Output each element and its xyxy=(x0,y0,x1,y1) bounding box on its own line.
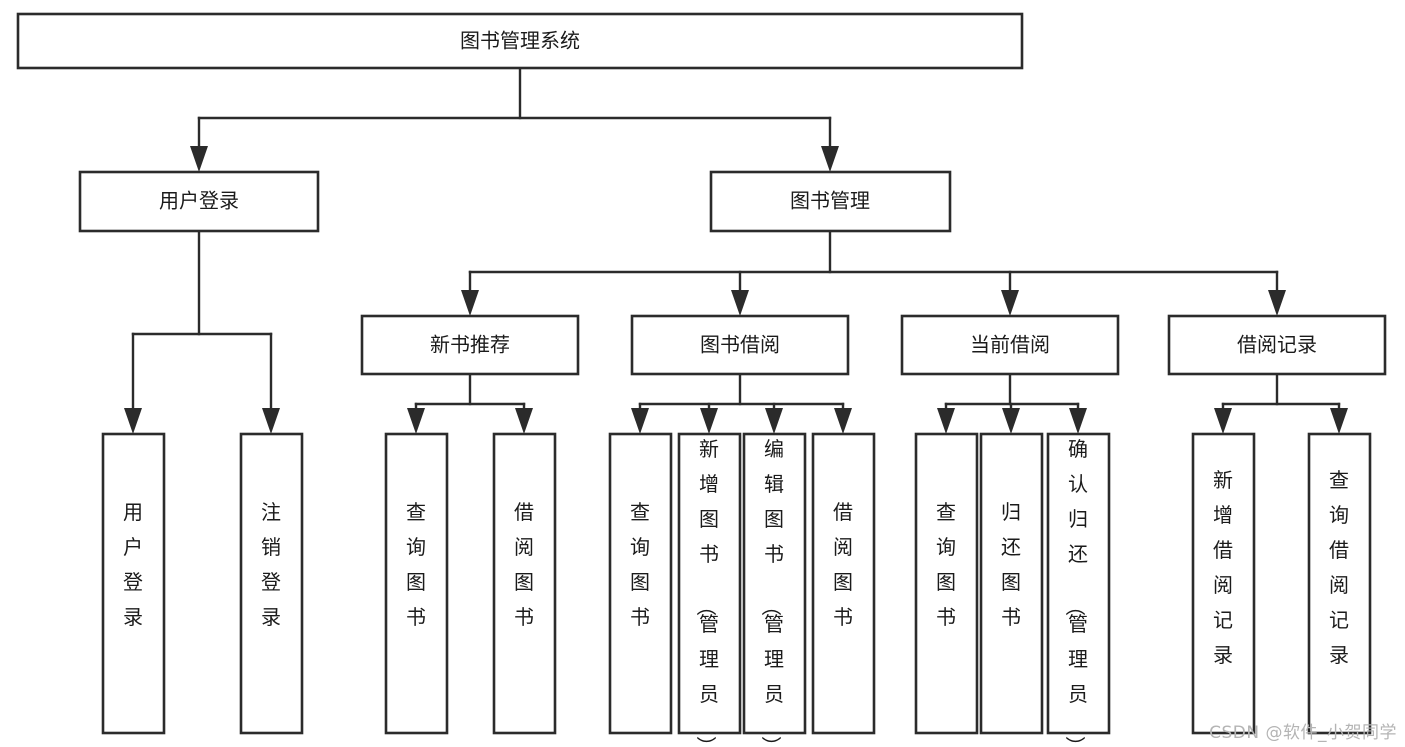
node-borrow-record-label: 借阅记录 xyxy=(1237,333,1317,357)
node-leaf-edit-book[interactable]: 编辑图书（管理员） xyxy=(742,432,807,747)
node-new-book-recommend[interactable]: 新书推荐 xyxy=(360,314,580,376)
node-borrow-record-box[interactable] xyxy=(1167,314,1387,376)
node-book-manage[interactable]: 图书管理 xyxy=(709,170,952,233)
node-leaf-edit-book-label: 编辑图书（管理员） xyxy=(759,437,784,747)
connector-layer xyxy=(124,66,1348,434)
node-leaf-edit-book-box[interactable] xyxy=(742,432,807,735)
node-leaf-query-book-3-label: 查询图书 xyxy=(936,500,956,629)
node-leaf-borrow-book-1-label: 借阅图书 xyxy=(514,500,534,629)
arrow-head-leaf-query-book-1 xyxy=(407,408,425,434)
node-leaf-return-book[interactable]: 归还图书 xyxy=(979,432,1044,735)
node-root-box[interactable] xyxy=(16,12,1024,70)
arrow-head-leaf-add-record xyxy=(1214,408,1232,434)
node-leaf-add-book[interactable]: 新增图书（管理员） xyxy=(677,432,742,747)
arrow-head-leaf-user-login xyxy=(124,408,142,434)
node-root-label: 图书管理系统 xyxy=(460,29,580,53)
node-new-book-recommend-label: 新书推荐 xyxy=(430,333,510,357)
node-leaf-query-record-label: 查询借阅记录 xyxy=(1329,468,1349,667)
node-leaf-query-book-3-box[interactable] xyxy=(914,432,979,735)
arrow-head-leaf-add-book xyxy=(700,408,718,434)
node-leaf-user-login[interactable]: 用户登录 xyxy=(101,432,166,735)
node-leaf-logout-login-box[interactable] xyxy=(239,432,304,735)
node-current-borrow-box[interactable] xyxy=(900,314,1120,376)
node-leaf-query-book-3[interactable]: 查询图书 xyxy=(914,432,979,735)
arrow-head-leaf-confirm-return xyxy=(1069,408,1087,434)
arrow-head-leaf-borrow-book-2 xyxy=(834,408,852,434)
node-book-borrow-box[interactable] xyxy=(630,314,850,376)
node-leaf-query-book-2-box[interactable] xyxy=(608,432,673,735)
node-book-borrow-label: 图书借阅 xyxy=(700,333,780,357)
node-leaf-query-book-1-box[interactable] xyxy=(384,432,449,735)
arrow-head-book-manage xyxy=(821,146,839,172)
node-leaf-confirm-return[interactable]: 确认归还（管理员） xyxy=(1046,432,1111,747)
node-leaf-add-book-label: 新增图书（管理员） xyxy=(694,437,719,747)
node-leaf-query-record[interactable]: 查询借阅记录 xyxy=(1307,432,1372,735)
node-borrow-record[interactable]: 借阅记录 xyxy=(1167,314,1387,376)
node-user-login-label: 用户登录 xyxy=(159,189,239,213)
node-current-borrow[interactable]: 当前借阅 xyxy=(900,314,1120,376)
node-book-manage-label: 图书管理 xyxy=(790,189,870,213)
node-leaf-borrow-book-1-box[interactable] xyxy=(492,432,557,735)
arrow-head-leaf-borrow-book-1 xyxy=(515,408,533,434)
node-leaf-add-record-label: 新增借阅记录 xyxy=(1213,468,1233,667)
node-leaf-confirm-return-box[interactable] xyxy=(1046,432,1111,735)
arrow-head-leaf-return-book xyxy=(1002,408,1020,434)
arrow-head-leaf-query-record xyxy=(1330,408,1348,434)
node-book-manage-box[interactable] xyxy=(709,170,952,233)
arrow-head-leaf-query-book-3 xyxy=(937,408,955,434)
node-leaf-add-book-box[interactable] xyxy=(677,432,742,735)
node-leaf-query-book-2[interactable]: 查询图书 xyxy=(608,432,673,735)
arrow-head-user-login xyxy=(190,146,208,172)
arrow-head-leaf-query-book-2 xyxy=(631,408,649,434)
node-leaf-borrow-book-2-label: 借阅图书 xyxy=(833,500,853,629)
node-new-book-recommend-box[interactable] xyxy=(360,314,580,376)
node-leaf-query-book-1-label: 查询图书 xyxy=(406,500,426,629)
node-leaf-return-book-label: 归还图书 xyxy=(1001,500,1021,629)
arrow-head-current-borrow xyxy=(1001,290,1019,316)
node-leaf-user-login-label: 用户登录 xyxy=(123,500,143,629)
node-leaf-add-record[interactable]: 新增借阅记录 xyxy=(1191,432,1256,735)
node-book-borrow[interactable]: 图书借阅 xyxy=(630,314,850,376)
node-leaf-query-book-1[interactable]: 查询图书 xyxy=(384,432,449,735)
arrow-head-leaf-logout-login xyxy=(262,408,280,434)
node-leaf-logout-login[interactable]: 注销登录 xyxy=(239,432,304,735)
node-leaf-query-book-2-label: 查询图书 xyxy=(630,500,650,629)
node-leaf-confirm-return-label: 确认归还（管理员） xyxy=(1063,437,1088,747)
node-user-login-box[interactable] xyxy=(78,170,320,233)
node-leaf-borrow-book-2[interactable]: 借阅图书 xyxy=(811,432,876,735)
node-leaf-borrow-book-2-box[interactable] xyxy=(811,432,876,735)
node-current-borrow-label: 当前借阅 xyxy=(970,333,1050,357)
arrow-head-new-book-recommend xyxy=(461,290,479,316)
node-leaf-borrow-book-1[interactable]: 借阅图书 xyxy=(492,432,557,735)
arrow-head-borrow-record xyxy=(1268,290,1286,316)
node-leaf-add-record-box[interactable] xyxy=(1191,432,1256,735)
node-user-login[interactable]: 用户登录 xyxy=(78,170,320,233)
arrow-head-book-borrow xyxy=(731,290,749,316)
node-leaf-logout-login-label: 注销登录 xyxy=(261,500,281,629)
arrow-head-leaf-edit-book xyxy=(765,408,783,434)
node-root[interactable]: 图书管理系统 xyxy=(16,12,1024,70)
node-leaf-query-record-box[interactable] xyxy=(1307,432,1372,735)
node-leaf-user-login-box[interactable] xyxy=(101,432,166,735)
node-leaf-return-book-box[interactable] xyxy=(979,432,1044,735)
